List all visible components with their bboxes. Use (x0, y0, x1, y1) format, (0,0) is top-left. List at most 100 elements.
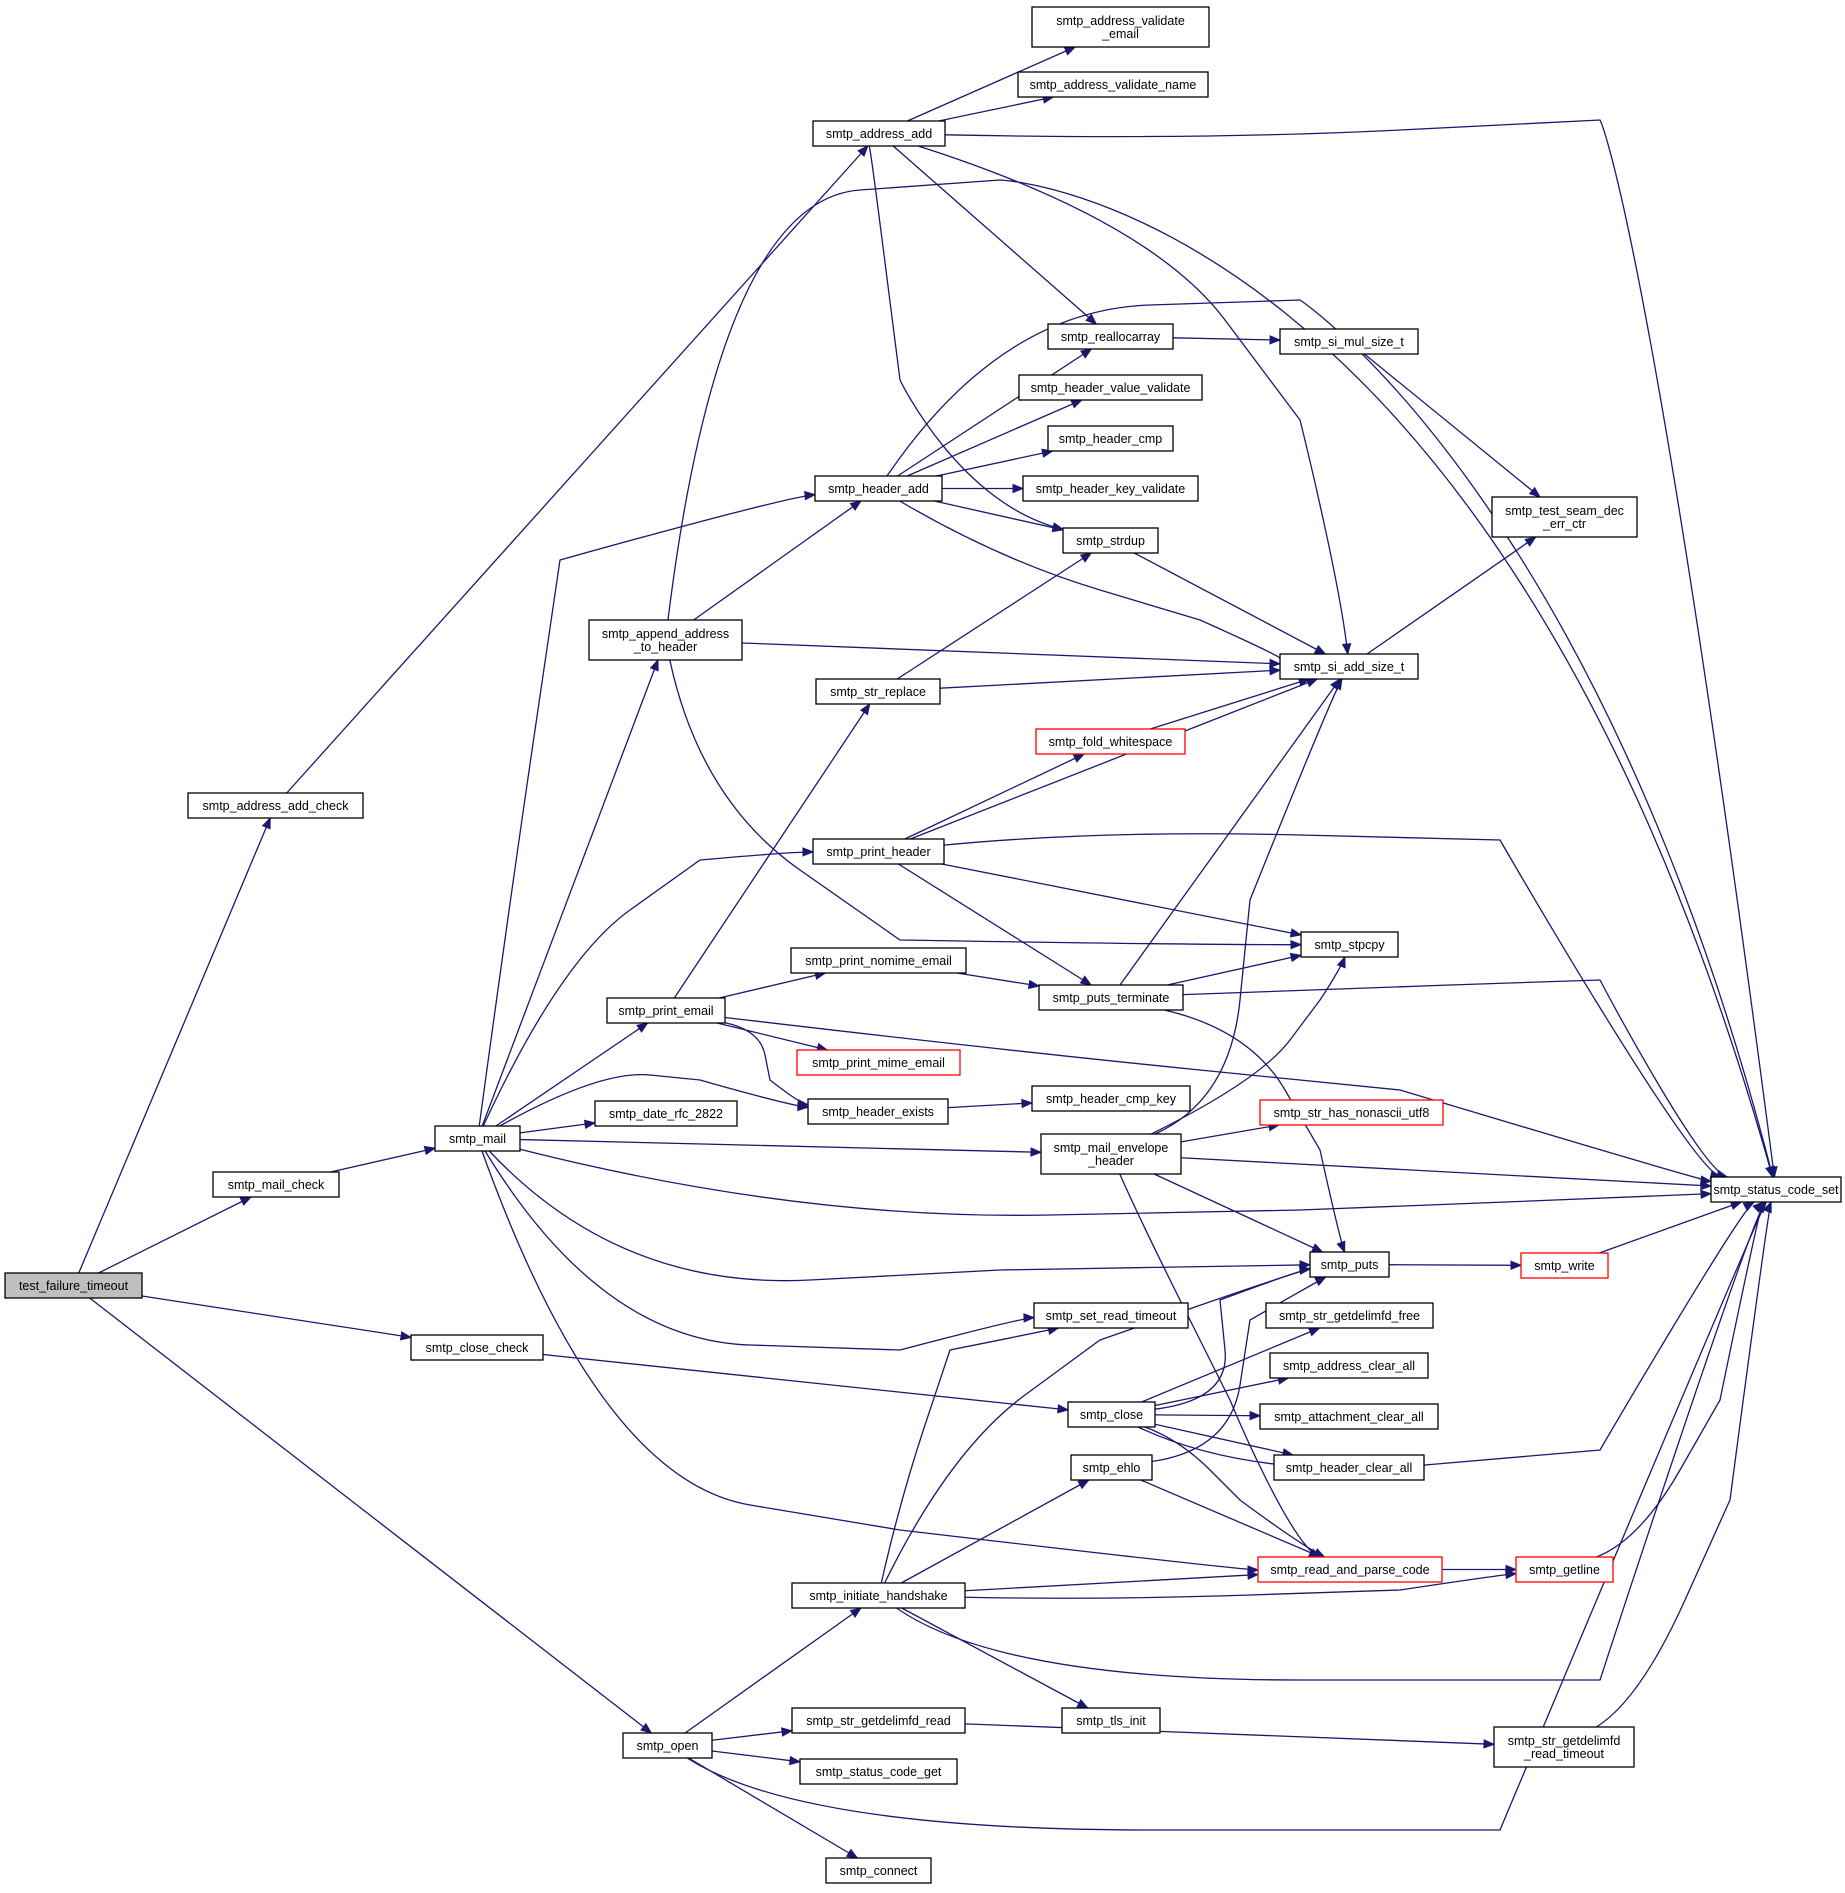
node-smtp-close-check[interactable]: smtp_close_check (410, 1334, 544, 1361)
edge-smtp_reallocarray-to-smtp_si_mul_size_t (1172, 335, 1282, 345)
node-smtp-append-address-to-header[interactable]: smtp_append_address_to_header (588, 619, 743, 661)
node-smtp-open[interactable]: smtp_open (622, 1732, 713, 1759)
node-label: smtp_tls_init (1076, 1714, 1146, 1728)
node-smtp-connect[interactable]: smtp_connect (825, 1857, 932, 1884)
node-label: smtp_address_add (826, 127, 932, 141)
edge-smtp_open-to-smtp_connect (688, 1757, 859, 1859)
node-box (1515, 1556, 1614, 1583)
node-smtp-str-getdelimfd-read-timeout[interactable]: smtp_str_getdelimfd_read_timeout (1493, 1726, 1635, 1768)
node-smtp-header-clear-all[interactable]: smtp_header_clear_all (1273, 1454, 1425, 1481)
edge-line (938, 96, 1054, 122)
edge-line (711, 1750, 801, 1763)
edge-line (886, 299, 1774, 1178)
edge-line (481, 1150, 1259, 1571)
edge-line (478, 493, 816, 1127)
node-smtp-status-code-set[interactable]: smtp_status_code_set (1710, 1176, 1842, 1203)
node-smtp-reallocarray[interactable]: smtp_reallocarray (1047, 323, 1174, 350)
node-smtp-tls-init[interactable]: smtp_tls_init (1061, 1707, 1161, 1734)
edge-line (684, 1607, 862, 1734)
node-smtp-fold-whitespace[interactable]: smtp_fold_whitespace (1035, 728, 1186, 755)
node-smtp-si-add-size-t[interactable]: smtp_si_add_size_t (1279, 653, 1419, 680)
node-box (1257, 1556, 1443, 1583)
node-smtp-status-code-get[interactable]: smtp_status_code_get (799, 1758, 958, 1785)
node-smtp-str-getdelimfd-free[interactable]: smtp_str_getdelimfd_free (1265, 1302, 1434, 1329)
node-smtp-strdup[interactable]: smtp_strdup (1062, 527, 1159, 554)
node-smtp-address-validate-name[interactable]: smtp_address_validate_name (1017, 71, 1209, 98)
node-smtp-mail[interactable]: smtp_mail (434, 1125, 521, 1152)
edge-line (1164, 1009, 1346, 1253)
node-smtp-header-add[interactable]: smtp_header_add (814, 475, 943, 502)
edge-line (1119, 678, 1341, 986)
edge-smtp_address_add-to-smtp_reallocarray (892, 145, 1098, 325)
node-label: smtp_puts_terminate (1053, 991, 1170, 1005)
node-smtp-si-mul-size-t[interactable]: smtp_si_mul_size_t (1279, 328, 1419, 355)
edge-line (901, 1607, 1089, 1709)
node-box (799, 1758, 958, 1785)
node-smtp-address-clear-all[interactable]: smtp_address_clear_all (1269, 1352, 1429, 1379)
edge-arrowhead (423, 1145, 437, 1156)
edge-line (1180, 1124, 1280, 1143)
edge-line (884, 1268, 1311, 1584)
node-box (812, 120, 946, 147)
node-box (1265, 1302, 1434, 1329)
node-smtp-puts-terminate[interactable]: smtp_puts_terminate (1038, 984, 1184, 1011)
node-smtp-print-mime-email[interactable]: smtp_print_mime_email (796, 1049, 961, 1076)
node-smtp-write[interactable]: smtp_write (1520, 1252, 1609, 1279)
node-smtp-header-key-validate[interactable]: smtp_header_key_validate (1022, 475, 1199, 502)
edge-arrowhead (1027, 979, 1041, 990)
edge-arrowhead (1076, 1698, 1089, 1709)
edge-line (741, 642, 1281, 665)
node-smtp-test-seam-dec-err-ctr[interactable]: smtp_test_seam_dec_err_ctr (1491, 496, 1638, 538)
node-smtp-close[interactable]: smtp_close (1067, 1401, 1156, 1428)
edge-arrowhead (1765, 1165, 1775, 1179)
node-box (1038, 984, 1184, 1011)
edge-line (286, 145, 869, 794)
node-smtp-set-read-timeout[interactable]: smtp_set_read_timeout (1033, 1302, 1189, 1329)
node-smtp-mail-envelope-header[interactable]: smtp_mail_envelope_header (1040, 1133, 1182, 1175)
node-smtp-header-value-validate[interactable]: smtp_header_value_validate (1018, 374, 1203, 401)
node-smtp-ehlo[interactable]: smtp_ehlo (1070, 1454, 1153, 1481)
node-label: smtp_print_header (826, 845, 930, 859)
edge-arrowhead (649, 658, 659, 672)
edge-line (910, 678, 1318, 840)
edge-smtp_str_getdelimfd_read_timeout-to-smtp_status_code_set (1595, 1200, 1772, 1728)
node-label: test_failure_timeout (19, 1279, 129, 1293)
node-smtp-address-add-check[interactable]: smtp_address_add_check (187, 792, 364, 819)
node-smtp-print-header[interactable]: smtp_print_header (812, 838, 945, 865)
node-smtp-attachment-clear-all[interactable]: smtp_attachment_clear_all (1259, 1403, 1439, 1430)
node-smtp-date-rfc-2822[interactable]: smtp_date_rfc_2822 (594, 1100, 738, 1127)
edge-smtp_print_email-to-smtp_print_nomime_email (718, 970, 827, 999)
edge-smtp_append_address_to_header-to-smtp_header_add (693, 500, 863, 621)
node-smtp-print-nomime-email[interactable]: smtp_print_nomime_email (790, 947, 967, 974)
edge-smtp_close-to-smtp_status_code_set (1137, 1201, 1756, 1469)
node-smtp-header-exists[interactable]: smtp_header_exists (807, 1098, 949, 1125)
edge-arrowhead (1269, 665, 1282, 676)
node-smtp-puts[interactable]: smtp_puts (1309, 1251, 1390, 1278)
edge-line (900, 1479, 1090, 1584)
node-smtp-getline[interactable]: smtp_getline (1515, 1556, 1614, 1583)
node-smtp-address-add[interactable]: smtp_address_add (812, 120, 946, 147)
node-label: smtp_str_replace (830, 685, 926, 699)
edge-smtp_close-to-smtp_attachment_clear_all (1154, 1410, 1262, 1421)
node-smtp-initiate-handshake[interactable]: smtp_initiate_handshake (791, 1582, 966, 1609)
node-smtp-stpcpy[interactable]: smtp_stpcpy (1300, 931, 1399, 958)
node-smtp-address-validate-email[interactable]: smtp_address_validate_email (1031, 6, 1210, 48)
edge-smtp_mail-to-smtp_print_header (482, 847, 815, 1127)
node-smtp-header-cmp-key[interactable]: smtp_header_cmp_key (1031, 1085, 1191, 1112)
node-smtp-read-and-parse-code[interactable]: smtp_read_and_parse_code (1257, 1556, 1443, 1583)
edge-line (1154, 1268, 1311, 1410)
node-box (4, 1272, 143, 1299)
edge-arrowhead (1311, 1243, 1324, 1253)
node-smtp-str-getdelimfd-read[interactable]: smtp_str_getdelimfd_read (791, 1707, 966, 1734)
node-smtp-print-email[interactable]: smtp_print_email (606, 997, 726, 1024)
edge-arrowhead (849, 1607, 863, 1618)
edge-arrowhead (1030, 1147, 1043, 1157)
edge-line (686, 1201, 1767, 1831)
node-box (1031, 1085, 1191, 1112)
node-smtp-header-cmp[interactable]: smtp_header_cmp (1047, 425, 1174, 452)
node-smtp-str-has-nonascii-utf8[interactable]: smtp_str_has_nonascii_utf8 (1259, 1099, 1444, 1126)
node-test-failure-timeout[interactable]: test_failure_timeout (4, 1272, 143, 1299)
node-smtp-mail-check[interactable]: smtp_mail_check (212, 1171, 340, 1198)
node-smtp-str-replace[interactable]: smtp_str_replace (815, 678, 941, 705)
edge-line (1596, 1201, 1764, 1558)
